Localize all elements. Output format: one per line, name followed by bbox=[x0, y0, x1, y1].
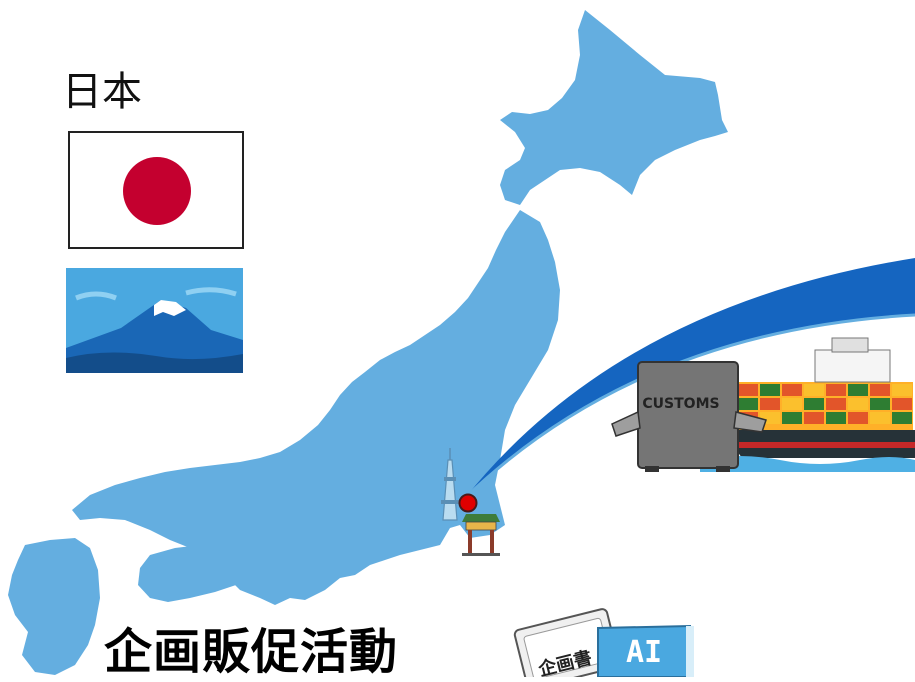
ai-book-icon bbox=[597, 624, 694, 677]
flag-sun bbox=[123, 157, 191, 225]
chinatown-gate-icon bbox=[462, 514, 500, 556]
country-label: 日本 bbox=[62, 69, 142, 115]
honshu-region bbox=[72, 210, 560, 605]
location-marker bbox=[458, 493, 478, 513]
shikoku-region bbox=[138, 545, 240, 602]
japan-flag-icon bbox=[68, 131, 244, 249]
tokyo-tower-icon bbox=[441, 448, 459, 521]
kyushu-region bbox=[8, 538, 100, 675]
planning-document-icon bbox=[513, 608, 621, 677]
sado-island bbox=[408, 375, 432, 398]
caption: 企画販促活動 bbox=[104, 624, 399, 680]
shipping-route bbox=[465, 258, 915, 498]
customs-icon bbox=[611, 361, 767, 472]
ai-book-label: AI bbox=[626, 635, 662, 670]
hokkaido-region bbox=[500, 10, 728, 205]
mount-fuji-icon bbox=[66, 268, 243, 373]
customs-sign: CUSTOMS bbox=[642, 396, 719, 412]
